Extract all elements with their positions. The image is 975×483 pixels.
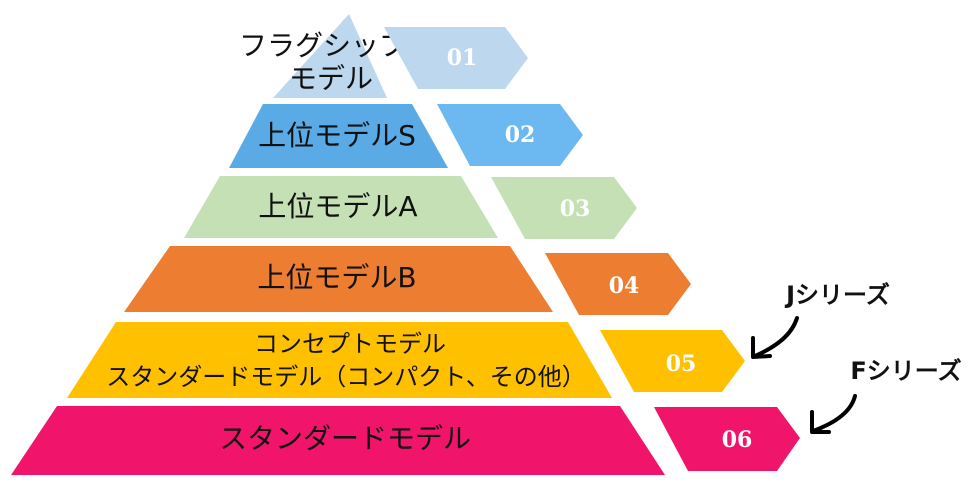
tier-flagship-label-line1: フラグシップ xyxy=(239,29,407,62)
tier-standard-shape xyxy=(11,406,665,475)
badge-06-label: 06 xyxy=(722,427,753,453)
badge-03-label: 03 xyxy=(560,196,591,222)
badge-03-shape xyxy=(491,177,637,239)
tier-upper-b: 上位モデルB xyxy=(124,246,553,312)
j-series-annotation: Jシリーズ xyxy=(751,281,890,359)
tier-upper-a-label: 上位モデルA xyxy=(258,190,417,223)
badge-02-shape xyxy=(437,104,583,166)
badge-04-shape xyxy=(545,253,691,315)
tier-upper-b-label: 上位モデルB xyxy=(257,261,416,294)
badge-05-shape xyxy=(600,330,745,392)
j-series-arrow-icon xyxy=(753,316,799,358)
tier-upper-a: 上位モデルA xyxy=(184,176,498,238)
j-series-arrowhead-icon xyxy=(751,336,772,359)
f-series-annotation: Fシリーズ xyxy=(810,357,962,434)
badge-02: 02 xyxy=(437,104,583,166)
badge-01-shape xyxy=(384,27,528,89)
j-series-label: Jシリーズ xyxy=(784,281,890,309)
tier-standard: スタンダードモデル xyxy=(11,406,665,475)
badge-06: 06 xyxy=(654,407,800,471)
badge-05-label: 05 xyxy=(666,351,697,377)
badge-04: 04 xyxy=(545,253,691,315)
badge-01: 01 xyxy=(384,27,528,89)
pyramid: フラグシップ モデル 上位モデルS 上位モデルA 上位モデルB コンセプトモデル… xyxy=(11,14,665,475)
f-series-arrow-icon xyxy=(811,394,857,433)
tier-upper-a-shape xyxy=(184,176,498,238)
badge-01-label: 01 xyxy=(447,45,478,71)
series-annotations: Jシリーズ Fシリーズ xyxy=(751,281,962,434)
tier-standard-label: スタンダードモデル xyxy=(219,422,471,455)
badge-04-label: 04 xyxy=(609,273,640,299)
f-series-label: Fシリーズ xyxy=(850,357,961,385)
tier-upper-b-shape xyxy=(124,246,553,312)
tier-concept-standard-shape xyxy=(67,322,612,398)
badge-03: 03 xyxy=(491,177,637,239)
tier-flagship: フラグシップ モデル xyxy=(239,14,407,98)
badge-02-label: 02 xyxy=(505,122,536,148)
tier-upper-s-label: 上位モデルS xyxy=(258,119,416,152)
tier-upper-s: 上位モデルS xyxy=(229,104,448,168)
badges: 01 02 03 04 05 06 xyxy=(384,27,800,471)
tier-concept-standard: コンセプトモデル スタンダードモデル（コンパクト、その他） xyxy=(67,322,612,398)
tier-upper-s-shape xyxy=(229,104,448,168)
tier-concept-standard-label-line1: コンセプトモデル xyxy=(254,330,446,358)
f-series-arrowhead-icon xyxy=(810,410,831,434)
badge-05: 05 xyxy=(600,330,745,392)
badge-06-shape xyxy=(654,407,800,471)
tier-flagship-shape xyxy=(273,14,387,98)
tier-concept-standard-label-line2: スタンダードモデル（コンパクト、その他） xyxy=(106,363,586,391)
tier-flagship-label-line2: モデル xyxy=(289,62,373,95)
